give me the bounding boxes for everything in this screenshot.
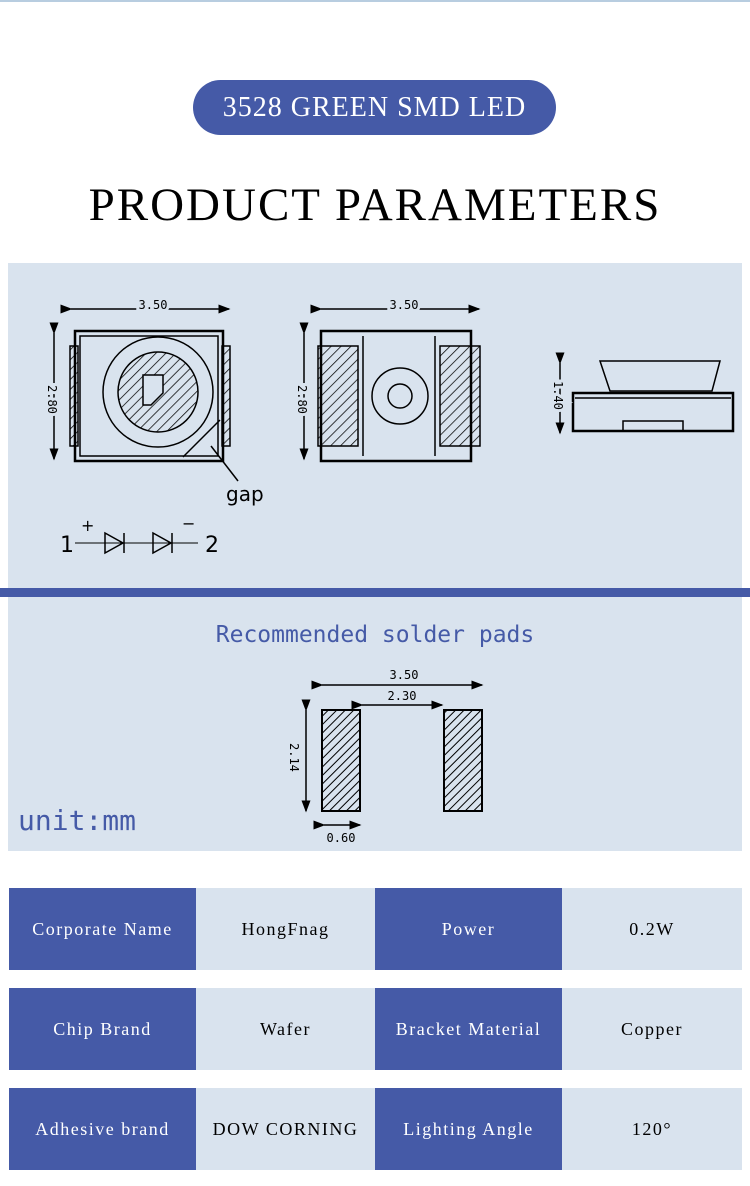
top-height-label: 2.80	[45, 385, 59, 414]
spec-value: 0.2W	[562, 888, 742, 970]
top-width-label: 3.50	[139, 298, 168, 312]
gap-label: gap	[226, 482, 264, 506]
unit-label: unit:mm	[18, 804, 137, 837]
pad-width-label: 0.60	[327, 831, 356, 845]
solder-pad-drawing: 3.50 2.30 2.14 0.60	[287, 668, 484, 845]
side-height-label: 1.40	[551, 381, 565, 410]
spec-value: Copper	[562, 988, 742, 1070]
bottom-height-label: 2.80	[295, 385, 309, 414]
spec-value: 120°	[562, 1088, 742, 1170]
total-width-label: 3.50	[390, 668, 419, 682]
section-divider	[0, 588, 750, 597]
pin2-label: 2	[205, 533, 219, 558]
spec-key: Chip Brand	[9, 988, 196, 1070]
solder-pad-panel: 3.50 2.30 2.14 0.60	[8, 597, 742, 851]
spec-row: Corporate Name HongFnag Power 0.2W	[9, 888, 742, 970]
product-badge: 3528 GREEN SMD LED	[193, 80, 556, 135]
plus-label: +	[81, 516, 94, 535]
spec-key: Adhesive brand	[9, 1088, 196, 1170]
spec-key: Power	[375, 888, 562, 970]
spec-key: Lighting Angle	[375, 1088, 562, 1170]
spec-value: DOW CORNING	[196, 1088, 375, 1170]
spec-row: Adhesive brand DOW CORNING Lighting Angl…	[9, 1088, 742, 1170]
led-dimension-drawing: 3.50 3.50 2.80 2.80 1.40 gap 1 2 + −	[42, 295, 735, 558]
spec-value: HongFnag	[196, 888, 375, 970]
gap-width-label: 2.30	[388, 689, 417, 703]
bottom-width-label: 3.50	[390, 298, 419, 312]
spec-value: Wafer	[196, 988, 375, 1070]
minus-label: −	[182, 514, 195, 533]
pin1-label: 1	[60, 533, 74, 558]
solder-pads-title: Recommended solder pads	[215, 622, 535, 648]
spec-row: Chip Brand Wafer Bracket Material Copper	[9, 988, 742, 1070]
dimension-drawing-panel: 3.50 3.50 2.80 2.80 1.40 gap 1 2 + −	[8, 263, 742, 588]
spec-key: Corporate Name	[9, 888, 196, 970]
page-title: PRODUCT PARAMETERS	[88, 179, 662, 231]
top-divider	[0, 0, 750, 2]
pad-height-label: 2.14	[287, 743, 301, 772]
spec-key: Bracket Material	[375, 988, 562, 1070]
